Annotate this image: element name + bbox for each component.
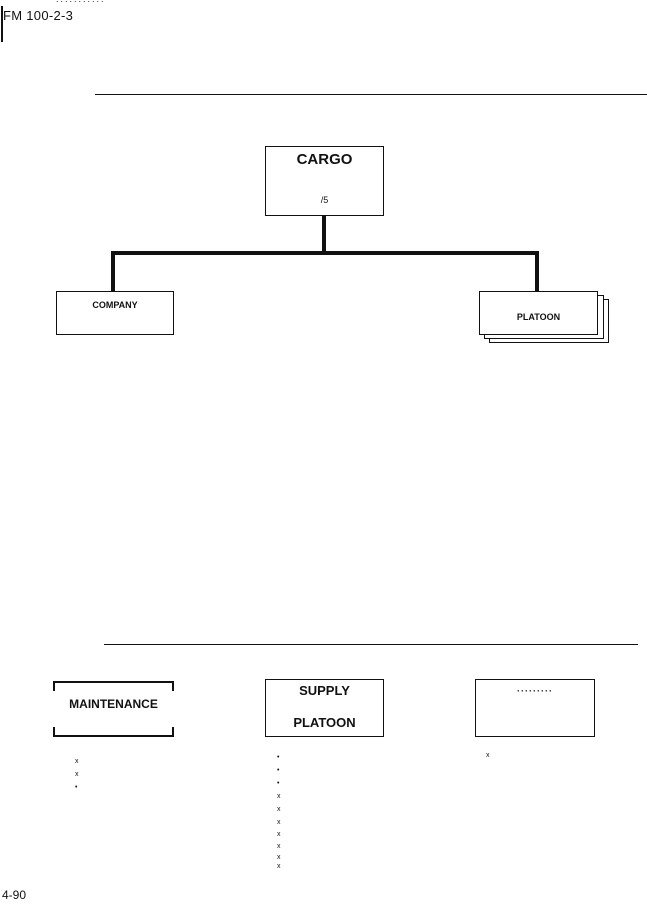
maintenance-tick-tr [172,683,174,691]
cargo-box: CARGO /5 [265,146,384,216]
supply-mark: x [277,831,281,838]
cargo-fragment: /5 [320,195,329,205]
supply-mark: x [277,819,281,826]
supply-platoon-box: SUPPLY PLATOON [265,679,384,737]
platoon-box: PLATOON [479,291,598,335]
margin-change-bar [1,6,3,42]
connector-right-drop [535,251,539,291]
cargo-title: CARGO [296,151,353,168]
maintenance-title: MAINTENANCE [69,697,158,711]
right-lower-partial-title: ········· [517,686,553,696]
maintenance-mark: • [75,784,78,791]
connector-horizontal [111,251,539,255]
right-lower-box: ········· [475,679,595,737]
supply-mark: x [277,843,281,850]
maintenance-tick-bl [53,727,55,735]
supply-mark: • [277,780,280,787]
right-lower-mark: x [486,752,490,759]
company-title: COMPANY [92,300,138,310]
supply-mark: x [277,793,281,800]
page-number: 4-90 [2,888,27,902]
supply-mark: x [277,854,281,861]
supply-title-line2: PLATOON [293,715,356,730]
supply-mark: x [277,806,281,813]
company-box: COMPANY [56,291,174,335]
supply-mark: x [277,863,281,870]
maintenance-mark: x [75,758,79,765]
connector-vertical-top [322,216,326,254]
connector-left-drop [111,251,115,292]
maintenance-mark: x [75,771,79,778]
maintenance-box: MAINTENANCE [53,681,174,737]
maintenance-tick-tl [53,683,55,691]
document-id: FM 100-2-3 [3,8,74,23]
supply-mark: • [277,767,280,774]
header-dots: ........... [56,0,106,4]
maintenance-tick-br [172,727,174,735]
platoon-title: PLATOON [516,312,561,322]
supply-title-line1: SUPPLY [299,683,350,698]
lower-rule [104,644,638,645]
top-rule [95,94,647,95]
supply-mark: • [277,754,280,761]
